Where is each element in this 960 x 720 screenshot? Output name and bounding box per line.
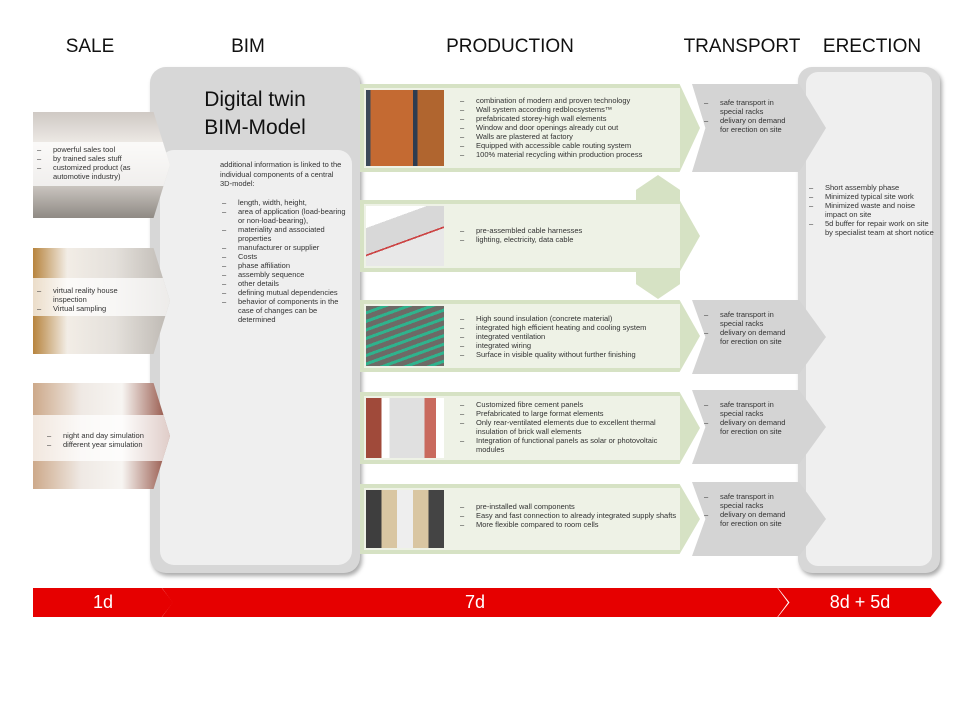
transport-row-2: safe transport in special racks delivary…: [692, 300, 826, 374]
list-item: Walls are plastered at factory: [456, 132, 680, 141]
list-item: safe transport in special racks: [700, 492, 790, 510]
header-production: PRODUCTION: [446, 36, 574, 57]
list-item: Surface in visible quality without furth…: [456, 350, 680, 359]
sale-list-1: powerful sales tool by trained sales stu…: [33, 145, 153, 181]
list-item: Minimized typical site work: [805, 192, 935, 201]
list-item: by trained sales stuff: [33, 154, 153, 163]
transport-row-3: safe transport in special racks delivary…: [692, 390, 826, 464]
timeline-erection: 8d + 5d: [778, 588, 942, 617]
timeline-erection-label: 8d + 5d: [829, 592, 891, 612]
list-item: other details: [218, 279, 348, 288]
list-item: integrated high efficient heating and co…: [456, 323, 680, 332]
production-image-facade: [366, 398, 444, 458]
list-item: lighting, electricity, data cable: [456, 235, 680, 244]
list-item: Integration of functional panels as sola…: [456, 436, 680, 454]
list-item: night and day simulation: [43, 431, 163, 440]
list-item: safe transport in special racks: [700, 310, 790, 328]
bim-title-line1: Digital twin: [204, 88, 306, 111]
list-item: delivary on demand for erection on site: [700, 116, 790, 134]
timeline-sale: 1d: [33, 588, 173, 617]
list-item: Virtual sampling: [33, 304, 153, 313]
header-bim: BIM: [231, 36, 265, 57]
list-item: powerful sales tool: [33, 145, 153, 154]
list-item: Minimized waste and noise impact on site: [805, 201, 935, 219]
list-item: prefabricated storey-high wall elements: [456, 114, 680, 123]
bim-intro: additional information is linked to the …: [220, 160, 342, 188]
list-item: phase affiliation: [218, 261, 348, 270]
production-row-ceiling: High sound insulation (concrete material…: [360, 300, 700, 372]
list-item: Costs: [218, 252, 348, 261]
list-item: Window and door openings already cut out: [456, 123, 680, 132]
list-item: length, width, height,: [218, 198, 348, 207]
list-item: Customized fibre cement panels: [456, 400, 680, 409]
production-list-1: combination of modern and proven technol…: [456, 96, 680, 159]
transport-list-4: safe transport in special racks delivary…: [700, 492, 790, 528]
list-item: safe transport in special racks: [700, 400, 790, 418]
list-item: safe transport in special racks: [700, 98, 790, 116]
timeline-sale-label: 1d: [92, 592, 114, 612]
list-item: integrated wiring: [456, 341, 680, 350]
header-transport: TRANSPORT: [683, 36, 801, 57]
sale-image-3: night and day simulation different year …: [33, 383, 170, 489]
production-row-walls: combination of modern and proven technol…: [360, 84, 700, 172]
transport-row-1: safe transport in special racks delivary…: [692, 84, 826, 172]
list-item: defining mutual dependencies: [218, 288, 348, 297]
list-item: delivary on demand for erection on site: [700, 510, 790, 528]
list-item: materiality and associated properties: [218, 225, 348, 243]
production-list-5: pre-installed wall components Easy and f…: [456, 502, 680, 529]
list-item: High sound insulation (concrete material…: [456, 314, 680, 323]
list-item: different year simulation: [43, 440, 163, 449]
list-item: behavior of components in the case of ch…: [218, 297, 348, 324]
list-item: Equipped with accessible cable routing s…: [456, 141, 680, 150]
production-image-components: [366, 490, 444, 548]
list-item: customized product (as automotive indust…: [33, 163, 153, 181]
list-item: 100% material recycling within productio…: [456, 150, 680, 159]
list-item: area of application (load-bearing or non…: [218, 207, 348, 225]
header-sale: SALE: [65, 36, 115, 57]
sale-list-3: night and day simulation different year …: [43, 431, 163, 449]
list-item: Prefabricated to large format elements: [456, 409, 680, 418]
production-image-cables: [366, 206, 444, 266]
list-item: More flexible compared to room cells: [456, 520, 680, 529]
list-item: combination of modern and proven technol…: [456, 96, 680, 105]
list-item: pre-assembled cable harnesses: [456, 226, 680, 235]
list-item: delivary on demand for erection on site: [700, 328, 790, 346]
bim-list: length, width, height, area of applicati…: [218, 198, 348, 324]
production-row-cables: pre-assembled cable harnesses lighting, …: [360, 200, 700, 272]
list-item: delivary on demand for erection on site: [700, 418, 790, 436]
transport-list-3: safe transport in special racks delivary…: [700, 400, 790, 436]
production-list-3: High sound insulation (concrete material…: [456, 314, 680, 359]
sale-image-2: virtual reality house inspection Virtual…: [33, 248, 170, 354]
production-list-2: pre-assembled cable harnesses lighting, …: [456, 226, 680, 244]
bim-title-line2: BIM-Model: [204, 116, 306, 139]
timeline-production: 7d: [162, 588, 788, 617]
list-item: manufacturer or supplier: [218, 243, 348, 252]
list-item: integrated ventilation: [456, 332, 680, 341]
bim-title: Digital twin BIM-Model: [160, 86, 350, 142]
transport-list-2: safe transport in special racks delivary…: [700, 310, 790, 346]
list-item: 5d buffer for repair work on site by spe…: [805, 219, 935, 237]
transport-list-1: safe transport in special racks delivary…: [700, 98, 790, 134]
list-item: Short assembly phase: [805, 183, 935, 192]
header-erection: ERECTION: [822, 36, 922, 57]
erection-inner-panel: [806, 72, 932, 566]
list-item: virtual reality house inspection: [33, 286, 153, 304]
sale-image-1: powerful sales tool by trained sales stu…: [33, 112, 170, 218]
list-item: Easy and fast connection to already inte…: [456, 511, 680, 520]
production-image-walls: [366, 90, 444, 166]
production-image-ceiling: [366, 306, 444, 366]
production-row-components: pre-installed wall components Easy and f…: [360, 484, 700, 554]
erection-list: Short assembly phase Minimized typical s…: [805, 183, 935, 237]
production-row-facade: Customized fibre cement panels Prefabric…: [360, 392, 700, 464]
list-item: Only rear-ventilated elements due to exc…: [456, 418, 680, 436]
list-item: Wall system according redblocsystems™: [456, 105, 680, 114]
sale-list-2: virtual reality house inspection Virtual…: [33, 286, 153, 313]
timeline-production-label: 7d: [464, 592, 486, 612]
production-list-4: Customized fibre cement panels Prefabric…: [456, 400, 680, 454]
list-item: pre-installed wall components: [456, 502, 680, 511]
list-item: assembly sequence: [218, 270, 348, 279]
transport-row-4: safe transport in special racks delivary…: [692, 482, 826, 556]
